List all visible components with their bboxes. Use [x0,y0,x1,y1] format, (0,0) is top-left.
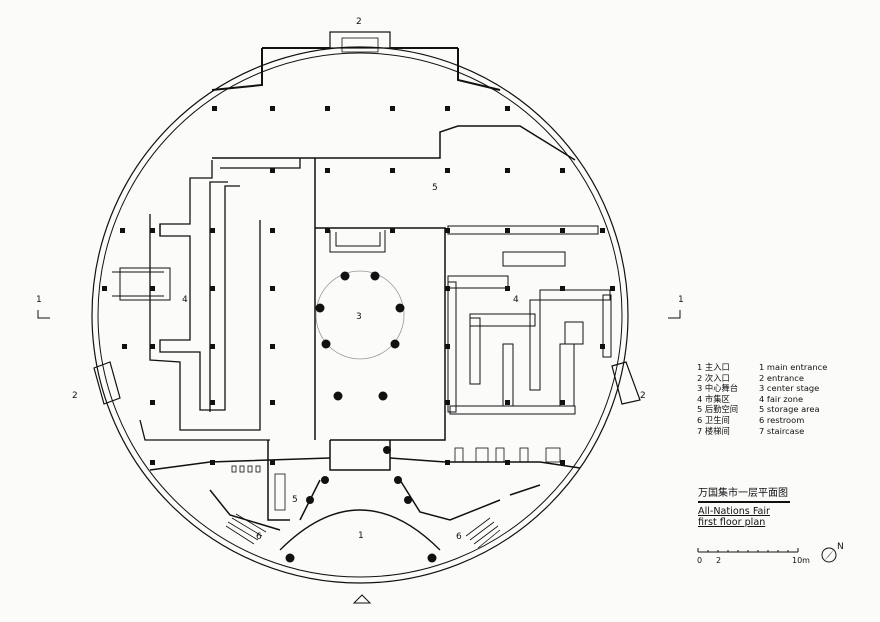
label-restroom-east: 6 [456,532,462,542]
label-restroom-west: 6 [256,532,262,542]
svg-text:1: 1 [678,295,684,305]
east-fair-zone-stalls [447,225,612,415]
plan-title-en: All-Nations Fair first floor plan [698,506,770,528]
outer-wall-ring [91,46,629,584]
plan-title-en-line1: All-Nations Fair [698,506,770,517]
label-fair-zone-east: 4 [513,295,519,305]
scale-end: 10m [792,556,810,565]
plan-title-en-line2: first floor plan [698,517,766,528]
label-top-entrance: 2 [356,17,362,27]
label-storage-south: 5 [292,495,298,505]
svg-text:1: 1 [36,295,42,305]
label-main-entrance: 1 [358,531,364,541]
structural-columns [102,106,615,465]
entrance-arrow-icon [352,594,372,604]
top-entrance [329,31,391,53]
west-fair-zone-walls [112,158,301,441]
south-entrance-walls [209,479,541,531]
section-marker-west: 1 [36,295,50,319]
north-arrow-icon: N [821,542,844,563]
svg-text:N: N [837,542,844,552]
restroom-fixtures [231,447,561,511]
scale-bar [697,548,799,553]
label-fair-zone-west: 4 [182,295,188,305]
section-marker-east: 1 [668,295,684,319]
scale-start: 0 [697,556,703,565]
west-entrance [93,361,121,405]
scale-mid: 2 [716,556,722,565]
plan-title-zh: 万国集市一层平面图 [698,484,790,503]
label-east-entrance: 2 [640,391,646,401]
staircase-east [465,517,501,549]
staircase-west [225,513,267,545]
label-west-entrance: 2 [72,391,78,401]
main-entrance-canopy [279,509,441,551]
north-block-wall [211,47,501,91]
inner-wall-ring [97,52,623,578]
east-entrance [611,361,641,405]
label-storage-north: 5 [432,183,438,193]
label-center-stage: 3 [356,312,362,322]
